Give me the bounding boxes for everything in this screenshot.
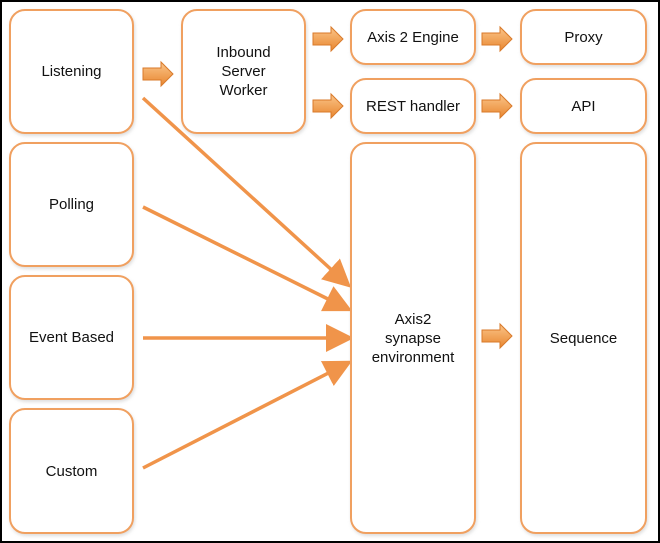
- node-inbound-server-worker: Inbound Server Worker: [181, 9, 306, 134]
- node-axis2-synapse-environment: Axis2 synapse environment: [350, 142, 476, 534]
- node-sequence: Sequence: [520, 142, 647, 534]
- node-custom: Custom: [9, 408, 134, 534]
- node-axis2-engine: Axis 2 Engine: [350, 9, 476, 65]
- node-proxy: Proxy: [520, 9, 647, 65]
- node-api: API: [520, 78, 647, 134]
- node-listening: Listening: [9, 9, 134, 134]
- node-event-based: Event Based: [9, 275, 134, 400]
- node-polling: Polling: [9, 142, 134, 267]
- node-rest-handler: REST handler: [350, 78, 476, 134]
